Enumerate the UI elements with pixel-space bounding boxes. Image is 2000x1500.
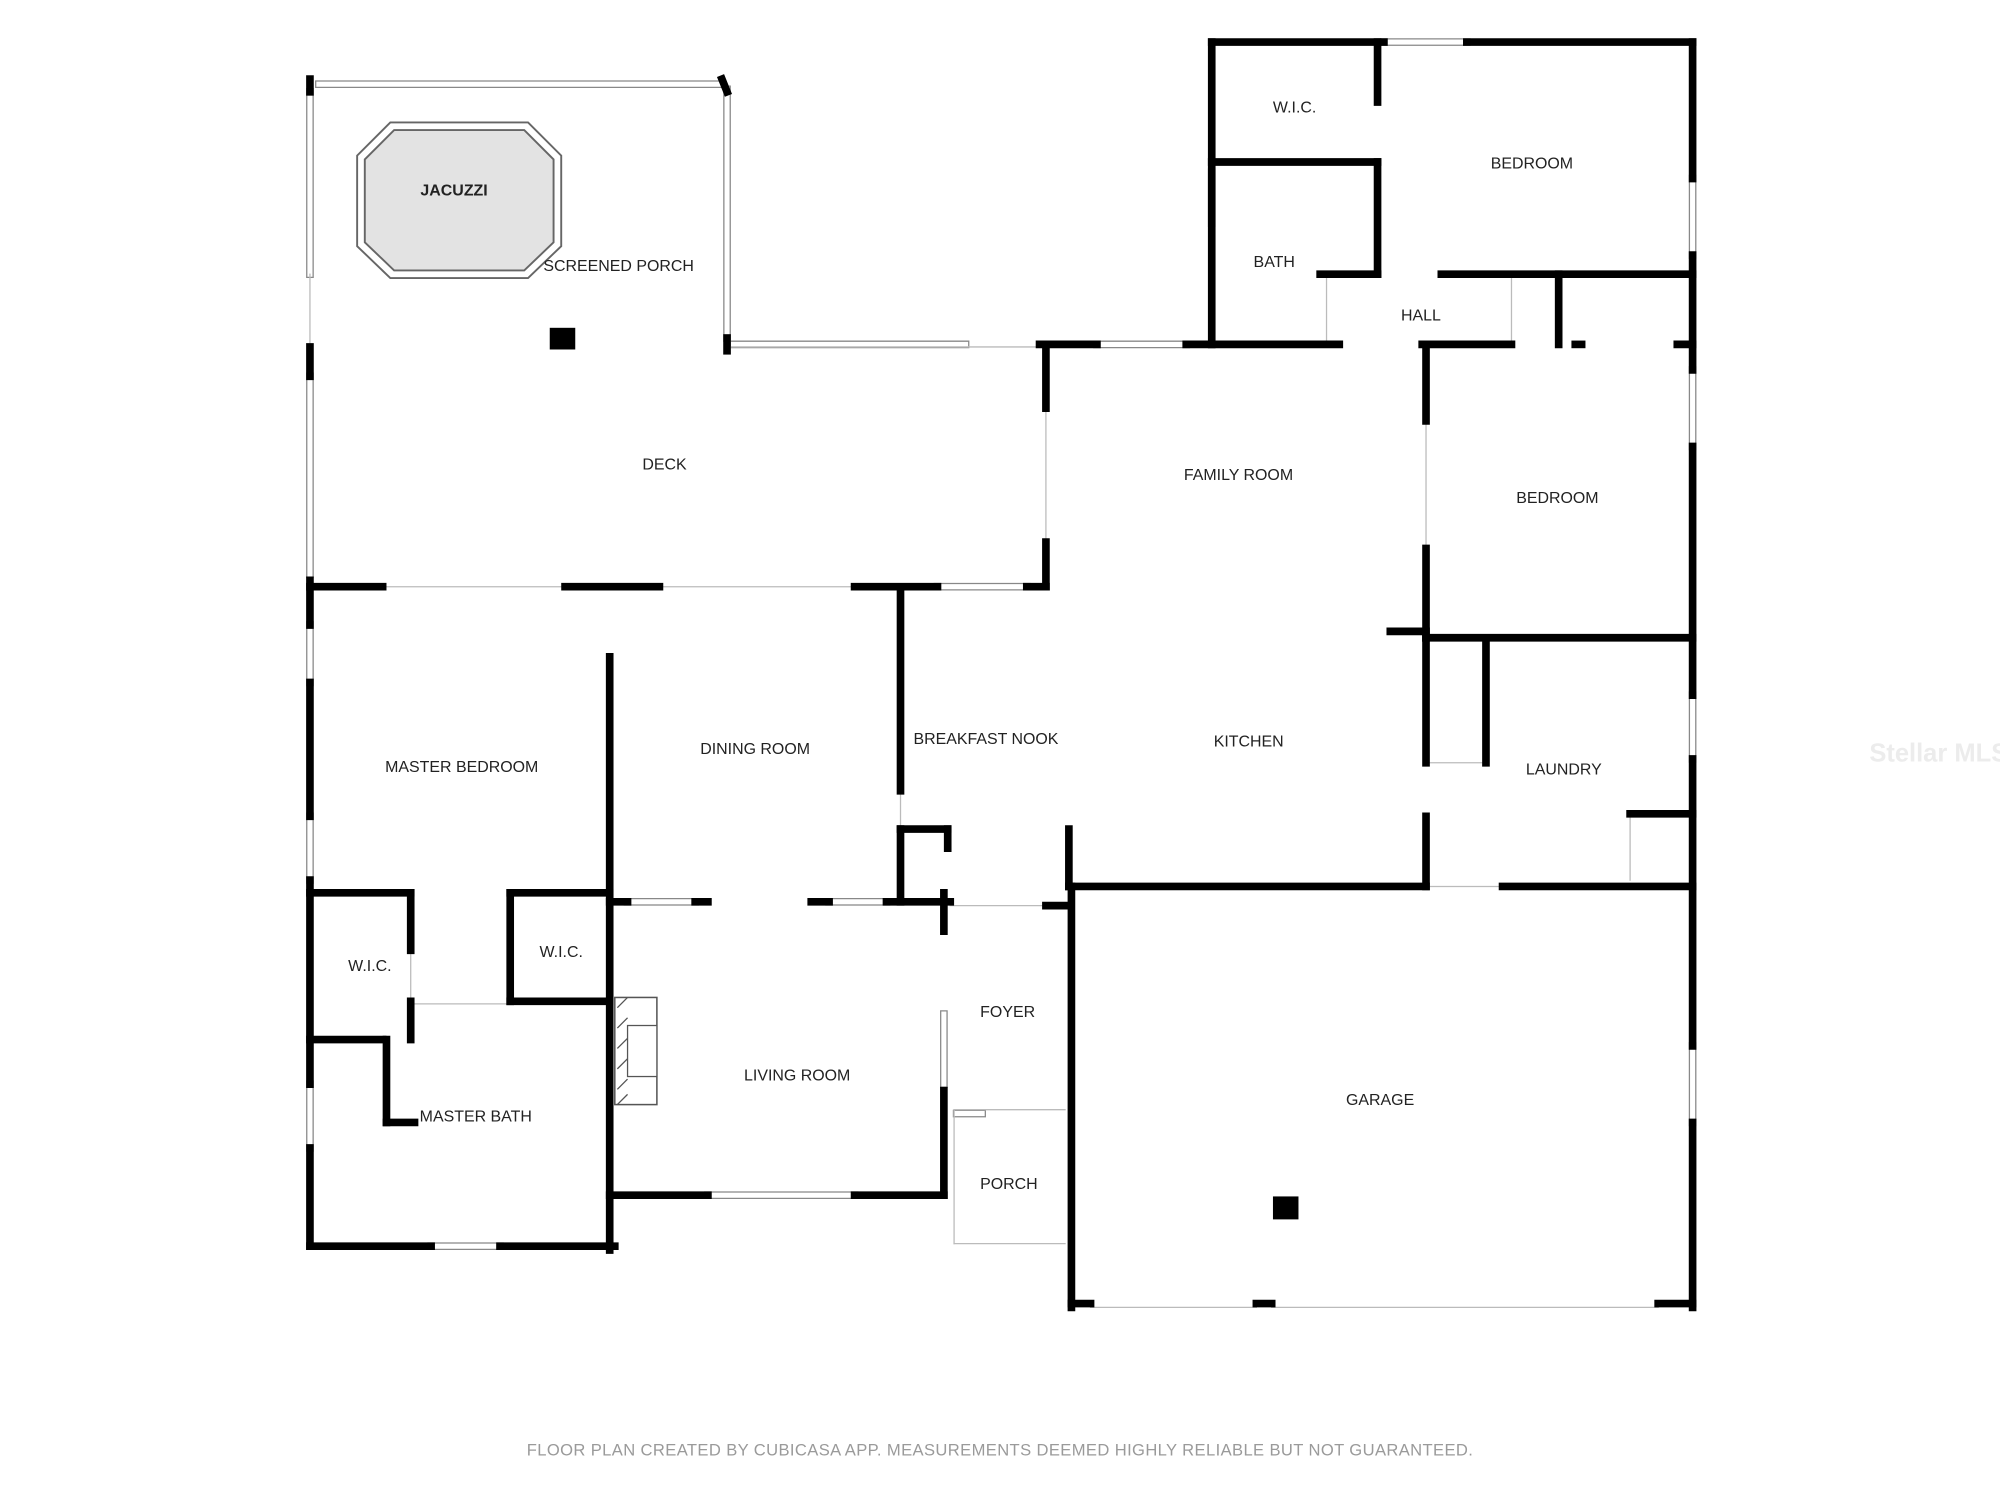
label-breakfast-nook: BREAKFAST NOOK [913, 731, 1058, 748]
label-bath: BATH [1254, 254, 1295, 271]
label-laundry: LAUNDRY [1526, 762, 1602, 779]
label-wic-left: W.I.C. [348, 958, 391, 975]
label-porch: PORCH [980, 1176, 1038, 1193]
walls [306, 38, 1697, 1312]
label-deck: DECK [642, 457, 687, 474]
thin-lines [309, 273, 1659, 1309]
label-family-room: FAMILY ROOM [1184, 467, 1293, 484]
label-bedroom-right: BEDROOM [1516, 490, 1598, 507]
wall [716, 74, 733, 97]
label-bedroom-upper: BEDROOM [1491, 156, 1573, 173]
label-wic-upper: W.I.C. [1273, 100, 1316, 117]
label-kitchen: KITCHEN [1214, 734, 1284, 751]
label-living-room: LIVING ROOM [744, 1068, 850, 1085]
porch-post [549, 327, 576, 350]
label-master-bedroom: MASTER BEDROOM [385, 759, 538, 776]
label-wic-right: W.I.C. [540, 944, 583, 961]
room-labels: JACUZZI SCREENED PORCH DECK W.I.C. BEDRO… [348, 100, 1602, 1194]
label-hall: HALL [1401, 308, 1441, 325]
label-garage: GARAGE [1346, 1092, 1414, 1109]
label-screened-porch: SCREENED PORCH [543, 258, 694, 275]
label-jacuzzi: JACUZZI [420, 183, 487, 200]
watermark-logo: Stellar MLS [1869, 739, 2000, 767]
garage-post [1272, 1196, 1299, 1220]
jacuzzi-basin [363, 129, 555, 272]
label-dining-room: DINING ROOM [700, 741, 810, 758]
footer-disclaimer: FLOOR PLAN CREATED BY CUBICASA APP. MEAS… [527, 1440, 1474, 1459]
label-master-bath: MASTER BATH [420, 1109, 532, 1126]
label-foyer: FOYER [980, 1004, 1035, 1021]
fireplace [614, 996, 658, 1106]
